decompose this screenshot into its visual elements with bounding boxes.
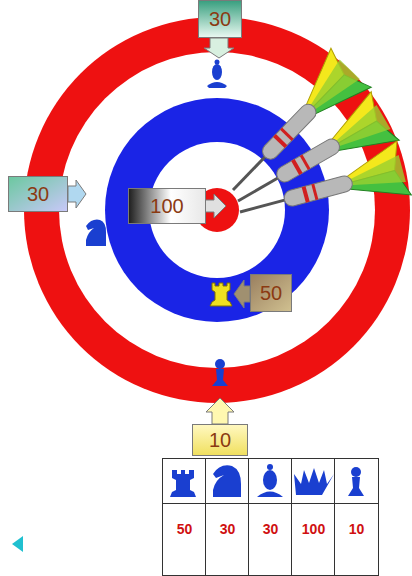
callout-number: 10 — [209, 430, 231, 450]
bishop-icon — [257, 464, 283, 497]
knight-icon — [86, 220, 106, 246]
callout-box: 10 — [192, 424, 248, 456]
table-value: 30 — [249, 504, 292, 554]
knight-icon — [213, 465, 241, 497]
table-value: 30 — [206, 504, 249, 554]
callout-number: 30 — [209, 9, 231, 29]
callout-arrow — [205, 194, 226, 218]
callout-box: 100 — [128, 188, 206, 224]
table-value: 10 — [335, 504, 378, 554]
callout-box: 50 — [250, 274, 292, 312]
callout-box: 30 — [8, 176, 68, 212]
table-value: 50 — [163, 504, 206, 554]
callout-box: 30 — [198, 0, 242, 38]
callout-arrow — [68, 180, 86, 208]
queen-icon — [294, 468, 334, 495]
callout-arrow — [204, 38, 234, 58]
rook-icon — [170, 470, 196, 497]
pawn-icon — [212, 359, 228, 386]
rook-icon — [210, 283, 232, 306]
pawn-icon — [348, 467, 364, 496]
callout-number: 30 — [27, 184, 49, 204]
bishop-icon — [207, 60, 227, 89]
table-value: 100 — [292, 504, 335, 554]
callout-arrow — [234, 280, 250, 308]
nav-arrow — [12, 536, 23, 552]
value-table — [163, 459, 379, 576]
callout-number: 100 — [150, 196, 183, 216]
dart — [233, 141, 412, 239]
callout-arrow — [206, 398, 234, 424]
callout-number: 50 — [260, 283, 282, 303]
